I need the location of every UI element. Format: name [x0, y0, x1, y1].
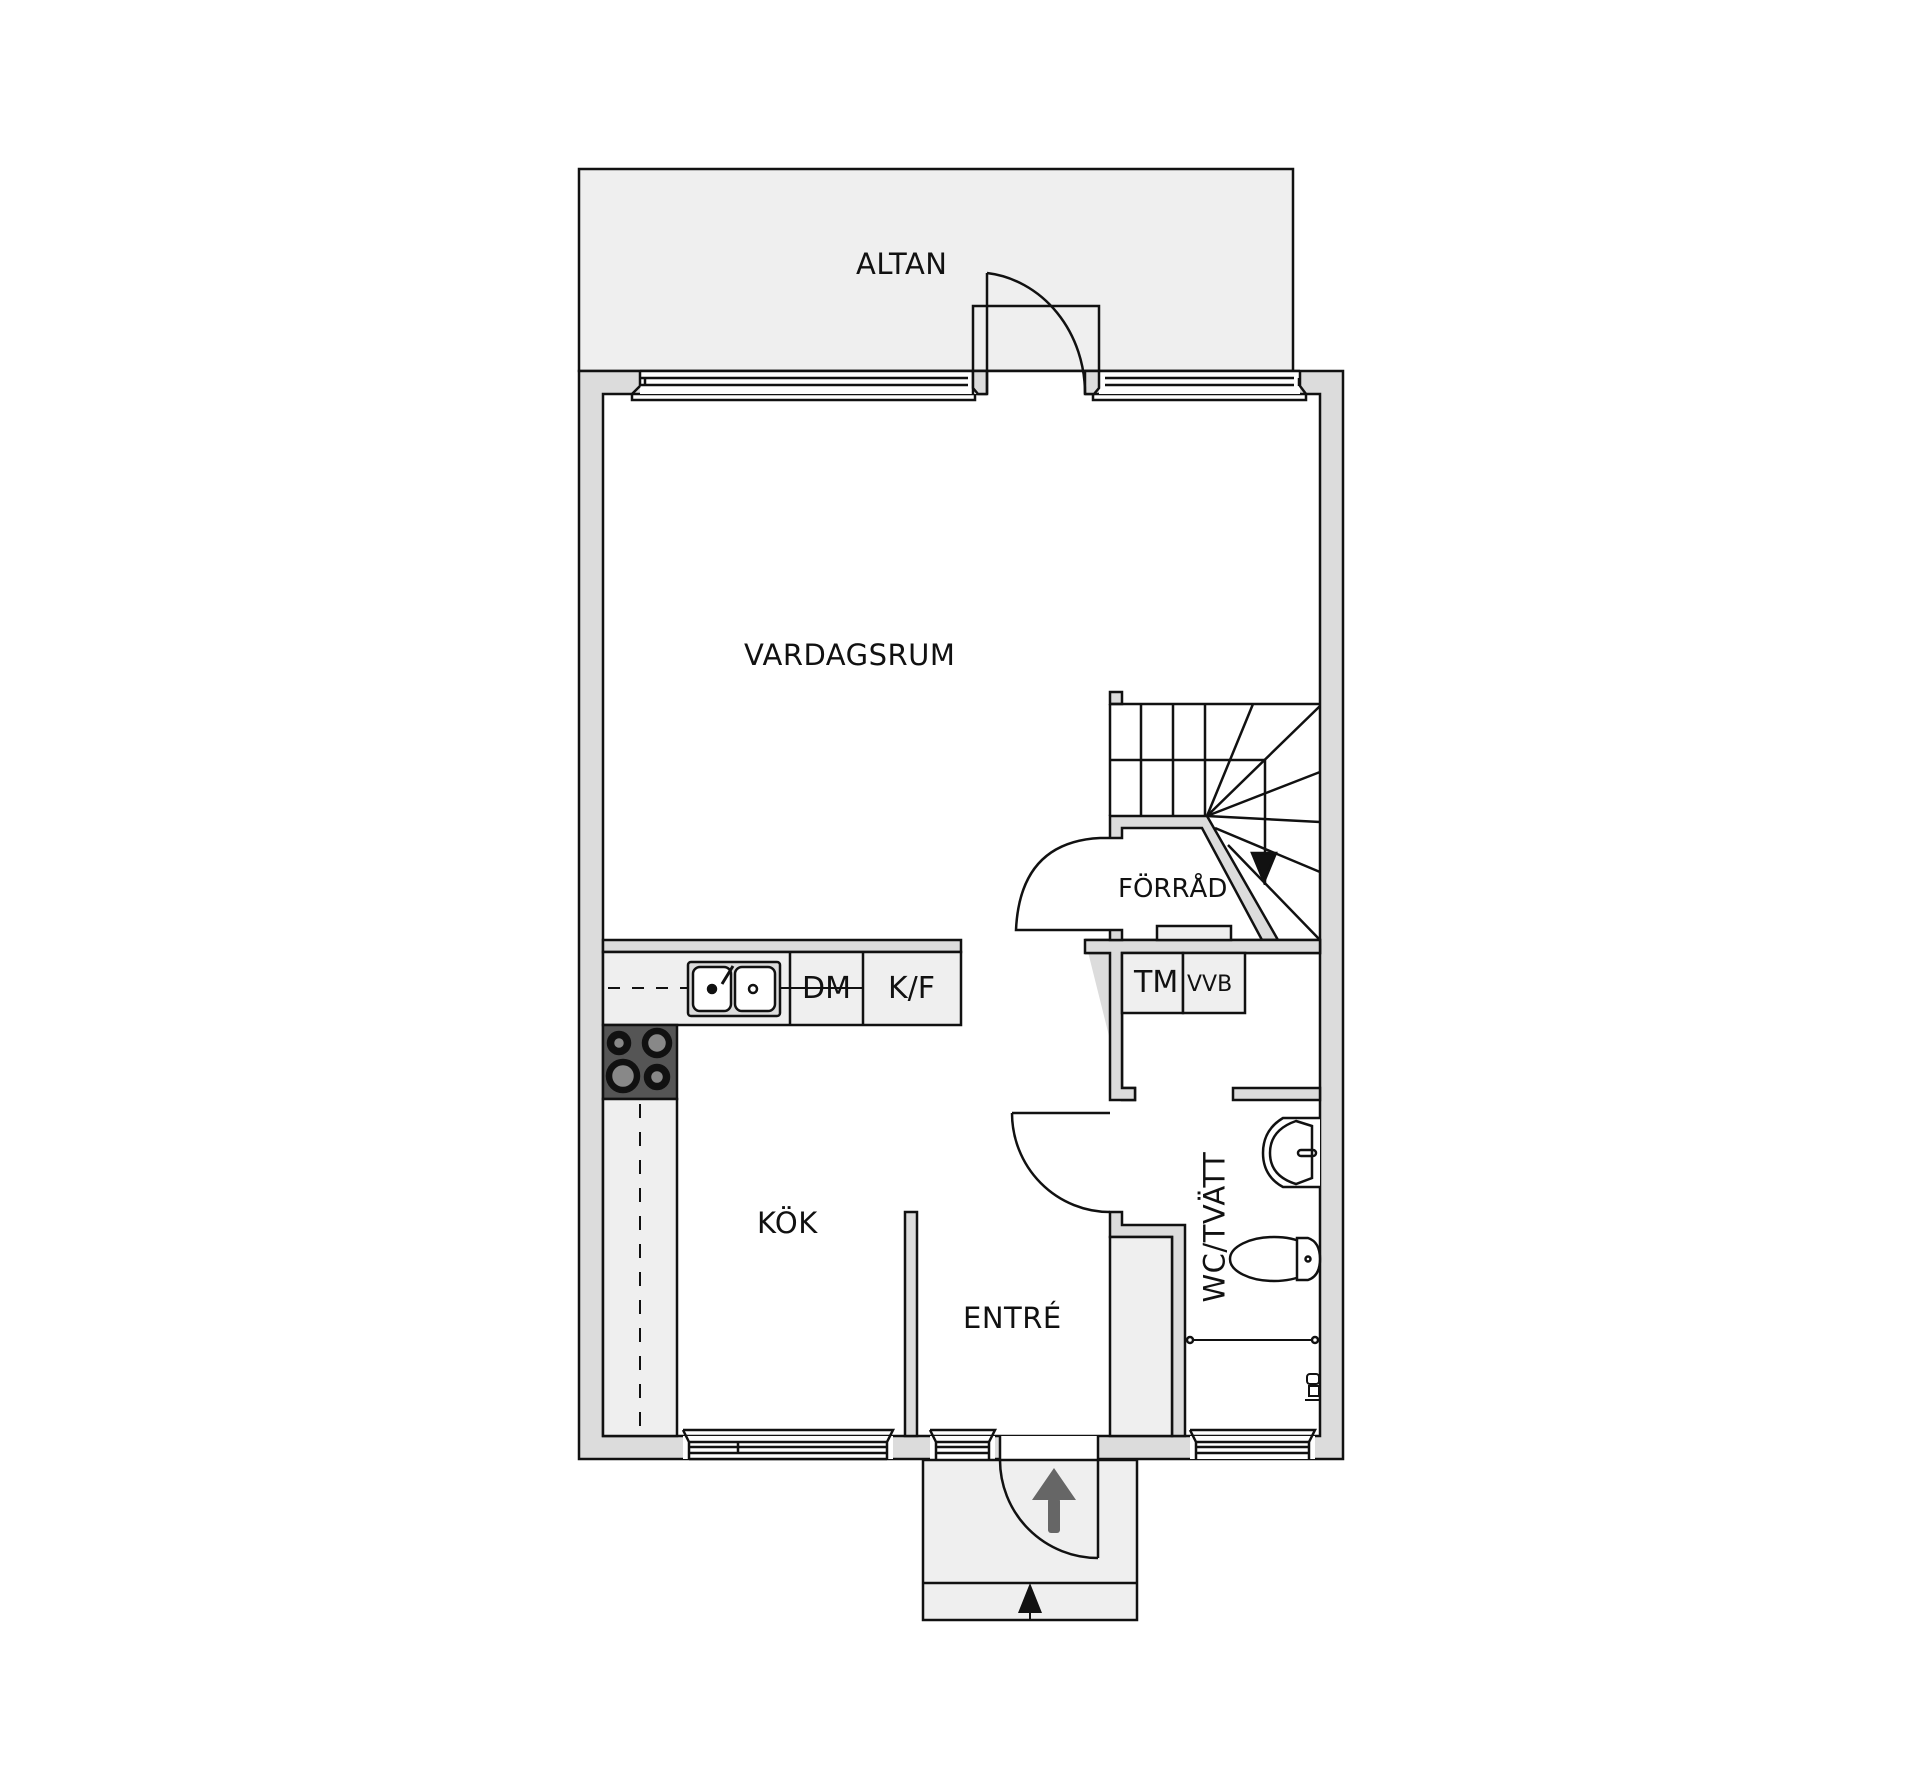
side-counter: [601, 1097, 679, 1438]
bottom-window-entry: [928, 1428, 998, 1459]
bottom-window-kitchen: [681, 1428, 896, 1461]
room-label-kok: KÖK: [757, 1206, 818, 1240]
step-arrow-icon: [1018, 1583, 1042, 1620]
wardrobe: [1108, 1235, 1174, 1438]
top-window-right: [1091, 369, 1308, 402]
faucet-icon: [1305, 1373, 1320, 1401]
fixture-label-tm: TM: [1134, 965, 1179, 1000]
room-label-vardagsrum: VARDAGSRUM: [744, 638, 956, 672]
fixture-label-vvb: VVB: [1187, 972, 1233, 997]
storage-door: [1014, 836, 1110, 932]
room-label-wc-tvatt: WC/TVÄTT: [1197, 1151, 1232, 1303]
wc-wall-stub: [1231, 1086, 1322, 1102]
double-sink-icon: [686, 960, 782, 1018]
stair-down-arrow-icon: [1250, 851, 1278, 886]
stove-icon: [601, 1023, 679, 1101]
storage-walls: [1108, 814, 1281, 942]
living-kitchen-wall: [601, 938, 963, 954]
patio-door: [971, 271, 1101, 396]
dryer-box: [1120, 951, 1185, 1015]
top-window-left: [630, 369, 980, 402]
water-heater-box: [1181, 951, 1247, 1015]
kitchen-entry-wall: [903, 1210, 919, 1438]
altan-deck: [577, 167, 1295, 373]
bottom-window-wc: [1188, 1428, 1318, 1459]
staircase: [1108, 690, 1321, 941]
fixture-label-dm: DM: [802, 971, 851, 1006]
room-label-entre: ENTRÉ: [963, 1301, 1062, 1335]
room-label-altan: ALTAN: [856, 247, 948, 281]
fixture-label-kf: K/F: [888, 971, 936, 1006]
storage-shelf: [1155, 924, 1233, 942]
washbasin-icon: [1261, 1116, 1320, 1189]
room-label-forrad: FÖRRÅD: [1118, 874, 1228, 904]
entrance-arrow-icon: [1032, 1468, 1076, 1533]
toilet-icon: [1228, 1235, 1322, 1283]
